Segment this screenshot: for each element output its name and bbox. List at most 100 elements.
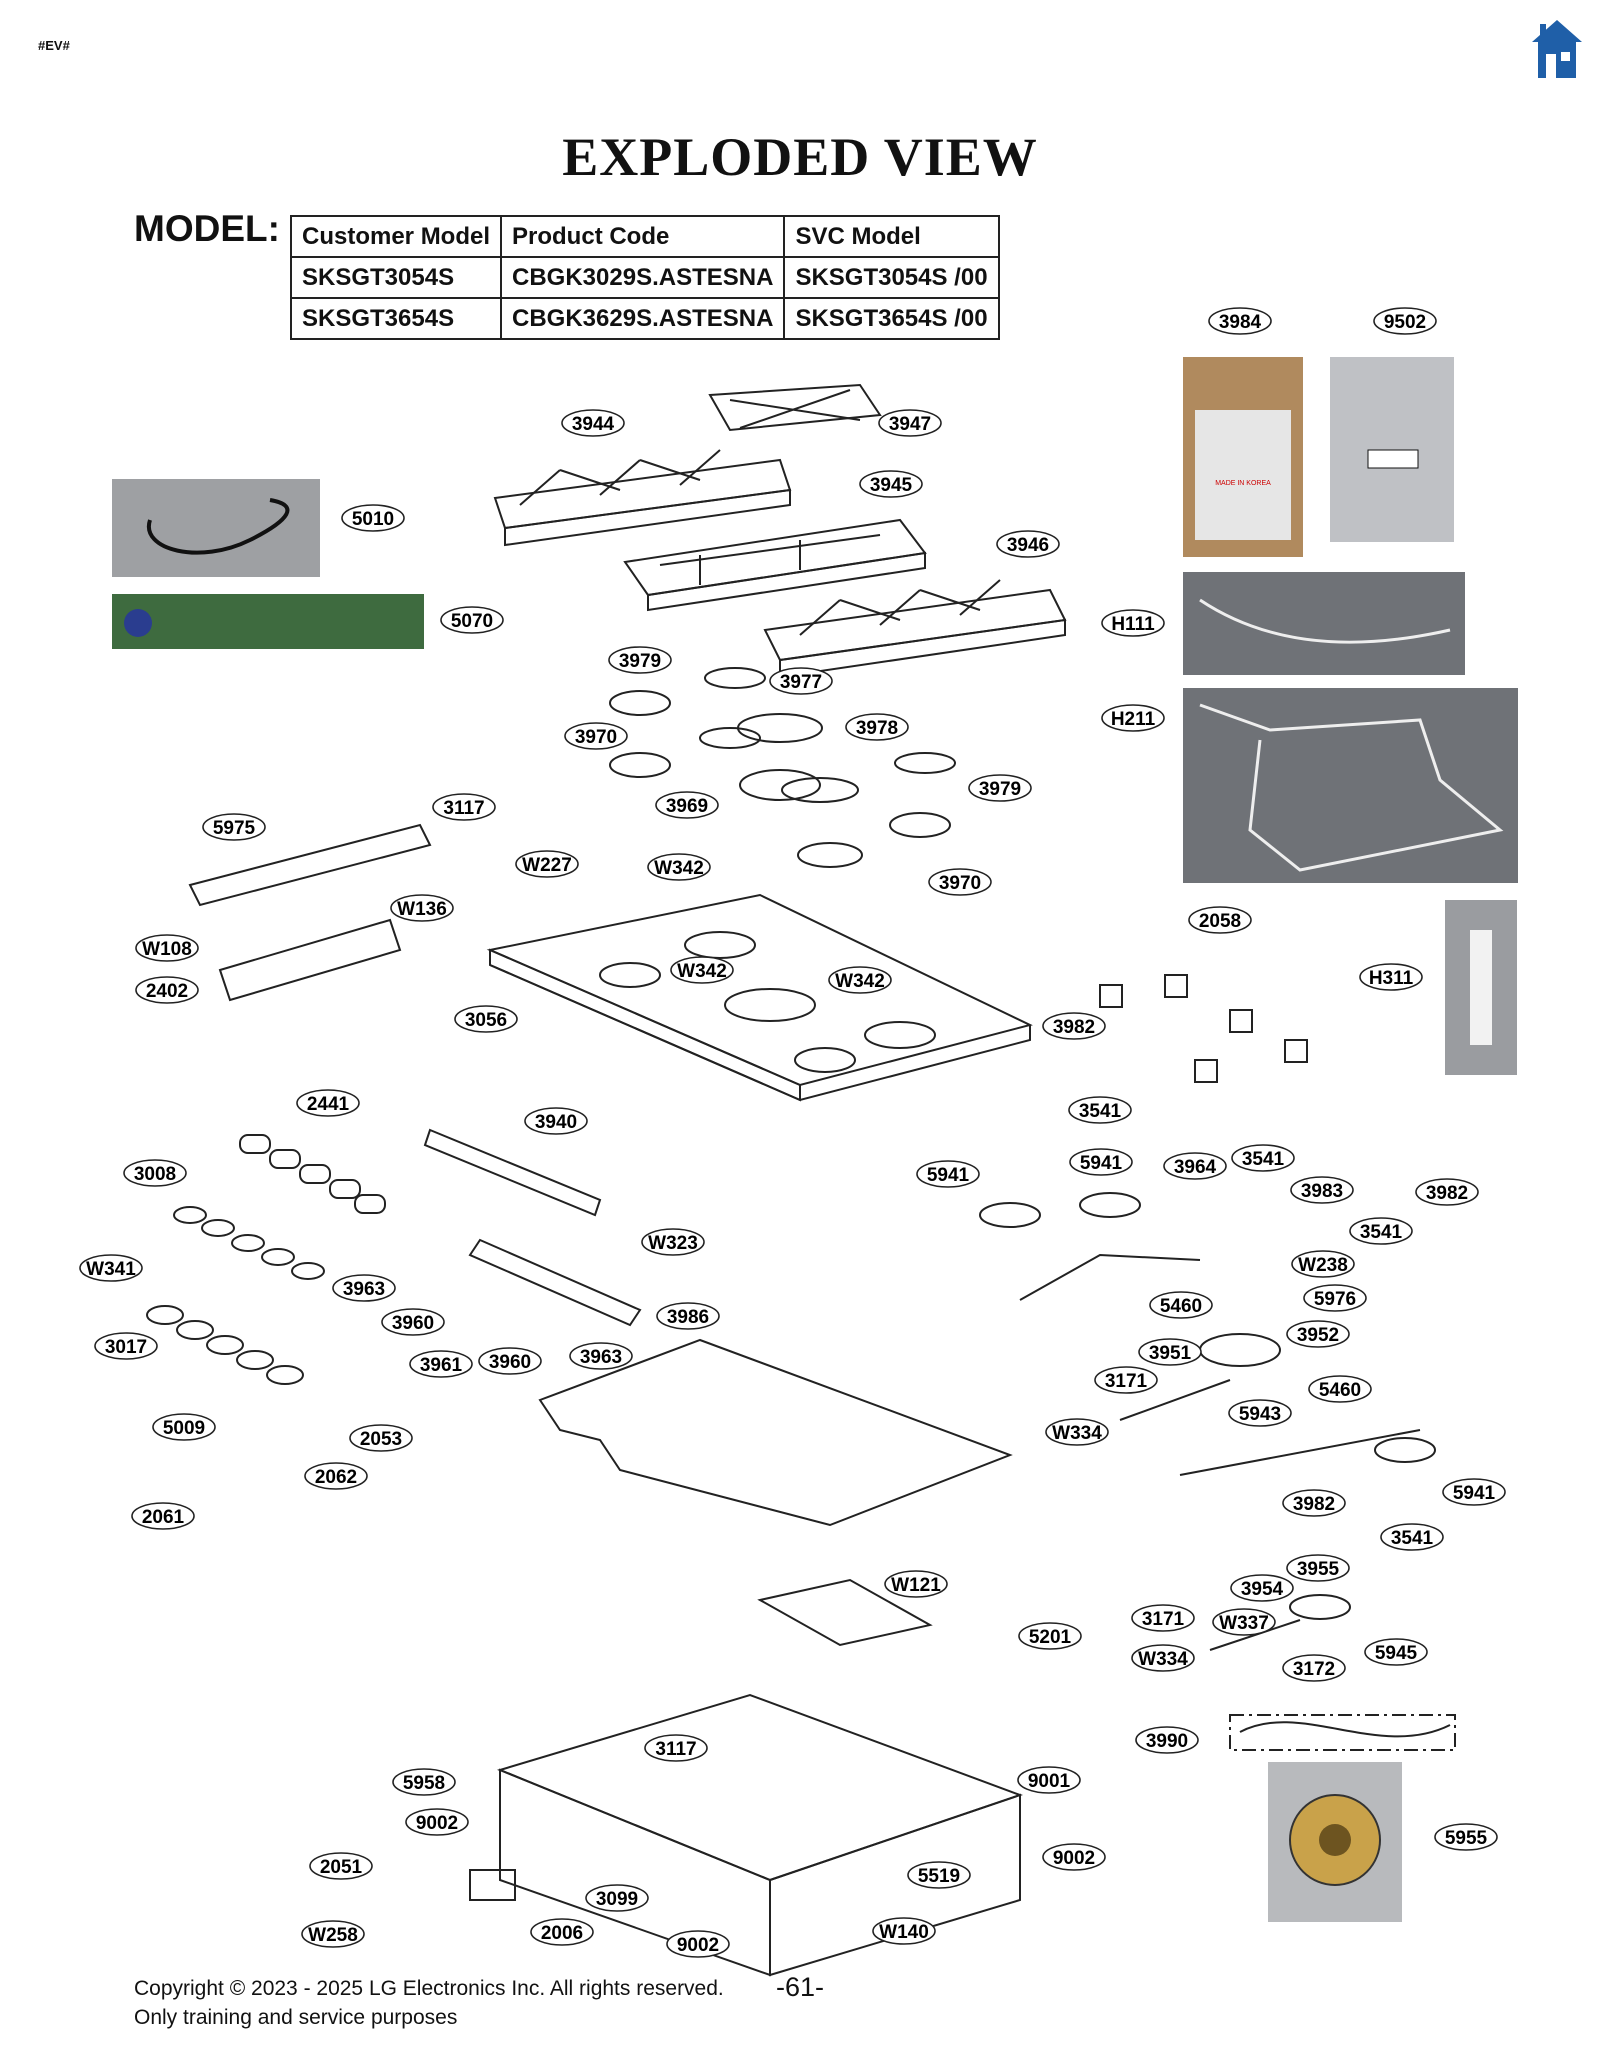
callout-bubble [332, 1274, 396, 1302]
callout-3982: 3982 [1042, 1012, 1106, 1040]
grate-3945 [623, 518, 927, 612]
callout-bubble [390, 894, 454, 922]
callout-3944: 3944 [561, 409, 625, 437]
callout-bubble [561, 409, 625, 437]
callout-w121: W121 [884, 1570, 948, 1598]
callout-3171: 3171 [1131, 1604, 1195, 1632]
burner-cap [781, 777, 859, 803]
callout-bubble [828, 966, 892, 994]
callout-bubble [1101, 609, 1165, 637]
callout-bubble [996, 530, 1060, 558]
callout-3951: 3951 [1138, 1338, 1202, 1366]
callout-3171: 3171 [1094, 1366, 1158, 1394]
callout-label: 3171 [1142, 1609, 1185, 1630]
bracket-5975 [188, 823, 432, 907]
callout-label: W121 [891, 1575, 941, 1596]
callout-bubble [1212, 1608, 1276, 1636]
callout-label: H311 [1369, 968, 1414, 989]
bracket-w121 [757, 1578, 933, 1647]
callout-3056: 3056 [454, 1005, 518, 1033]
photo-3984: MADE IN KOREA [1183, 357, 1303, 557]
callout-label: W140 [879, 1922, 929, 1943]
callout-bubble [1230, 1574, 1294, 1602]
callout-2006: 2006 [530, 1918, 594, 1946]
callout-2441: 2441 [296, 1089, 360, 1117]
callout-label: 3990 [1146, 1731, 1188, 1752]
switch [1099, 984, 1123, 1008]
callout-3946: 3946 [996, 530, 1060, 558]
callout-bubble [202, 813, 266, 841]
callout-label: 3541 [1242, 1149, 1285, 1170]
callout-bubble [1138, 1338, 1202, 1366]
callout-bubble [608, 646, 672, 674]
callout-bubble [641, 1228, 705, 1256]
callout-label: 3117 [655, 1739, 696, 1760]
callout-bubble [1101, 704, 1165, 732]
callout-bubble [878, 409, 942, 437]
callout-2051: 2051 [309, 1852, 373, 1880]
burner-5943 [1199, 1333, 1281, 1367]
insulation-sheet [538, 1338, 1013, 1527]
photo-h211 [1183, 688, 1518, 883]
callout-bubble [1228, 1399, 1292, 1427]
callout-label: 3970 [939, 873, 981, 894]
table-cell: SKSGT3054S /00 [783, 256, 1000, 299]
callout-3117: 3117 [644, 1734, 708, 1762]
callout-label: 9002 [1053, 1848, 1095, 1869]
grate-3947 [708, 383, 882, 432]
callout-3955: 3955 [1286, 1554, 1350, 1582]
table-cell: SKSGT3054S [289, 256, 503, 299]
callout-bubble [1018, 1622, 1082, 1650]
callout-bubble [884, 1570, 948, 1598]
callout-5460: 5460 [1308, 1375, 1372, 1403]
callout-bubble [928, 868, 992, 896]
home-icon[interactable] [1530, 18, 1584, 80]
callout-bubble [564, 722, 628, 750]
callout-bubble [1291, 1250, 1355, 1278]
callout-label: 3947 [889, 414, 931, 435]
callout-5943: 5943 [1228, 1399, 1292, 1427]
callout-bubble [1415, 1178, 1479, 1206]
callout-label: 5941 [927, 1165, 970, 1186]
burner-5941 [979, 1202, 1041, 1228]
callout-label: 5010 [352, 509, 394, 530]
callout-5975: 5975 [202, 813, 266, 841]
callout-label: 2053 [360, 1429, 402, 1450]
callout-bubble [859, 470, 923, 498]
table-row: SKSGT3654S CBGK3629S.ASTESNA SKSGT3654S … [289, 297, 1000, 340]
callout-label: 3977 [780, 672, 822, 693]
callout-bubble [1231, 1144, 1295, 1172]
callout-label: 5955 [1445, 1828, 1488, 1849]
callout-label: 3940 [535, 1112, 577, 1133]
callout-label: W334 [1052, 1423, 1102, 1444]
callout-bubble [1208, 307, 1272, 335]
callout-bubble [1135, 1726, 1199, 1754]
callout-bubble [524, 1107, 588, 1135]
callout-label: 5460 [1319, 1380, 1361, 1401]
callout-label: 3008 [134, 1164, 176, 1185]
knobs-2441 [239, 1134, 386, 1214]
callout-3008: 3008 [123, 1159, 187, 1187]
callout-5945: 5945 [1364, 1638, 1428, 1666]
callout-label: 5941 [1453, 1483, 1496, 1504]
callout-bubble [1380, 1523, 1444, 1551]
page-number: -61- [776, 1972, 825, 2002]
callout-5941: 5941 [1442, 1478, 1506, 1506]
column-header: SVC Model [783, 215, 1000, 258]
callout-bubble [585, 1884, 649, 1912]
callout-bubble [670, 956, 734, 984]
callout-label: 2058 [1199, 911, 1241, 932]
callout-3979: 3979 [608, 646, 672, 674]
callout-3977: 3977 [769, 667, 833, 695]
photo-text: MADE IN KOREA [1215, 480, 1271, 487]
callout-label: 2402 [146, 981, 188, 1002]
callout-2402: 2402 [135, 976, 199, 1004]
callout-3172: 3172 [1282, 1654, 1346, 1682]
model-label: MODEL: [134, 208, 280, 249]
callout-label: 3983 [1301, 1181, 1343, 1202]
callout-label: 5009 [163, 1418, 205, 1439]
callout-5976: 5976 [1303, 1284, 1367, 1312]
callout-label: 9002 [677, 1935, 719, 1956]
callout-5010: 5010 [341, 504, 405, 532]
